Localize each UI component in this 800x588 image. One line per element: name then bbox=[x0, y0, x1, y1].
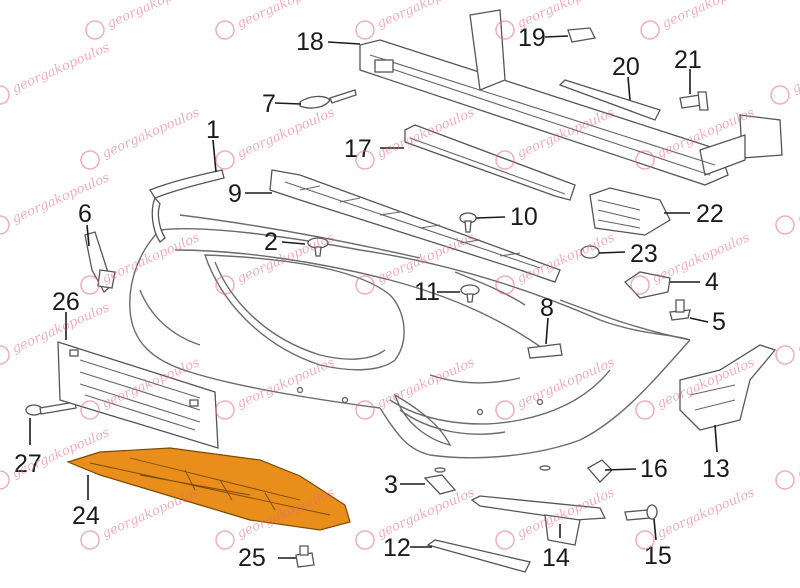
part-21-bolt bbox=[679, 91, 709, 111]
watermark-text: georgakopoulos bbox=[515, 230, 617, 287]
callout-22: 22 bbox=[696, 200, 724, 228]
watermark-logo: georgakopoulos bbox=[0, 170, 112, 235]
watermark-text: georgakopoulos bbox=[235, 0, 337, 32]
part-27-bolt bbox=[25, 401, 77, 416]
callout-4: 4 bbox=[705, 268, 719, 296]
watermark-logo: georgakopoulos bbox=[355, 485, 477, 550]
watermark-text: georgakopoulos bbox=[795, 300, 800, 357]
callout-8: 8 bbox=[540, 294, 554, 322]
part-20-strip bbox=[558, 79, 661, 121]
watermark-logo: georgakopoulos bbox=[770, 40, 800, 105]
part-24-undertray-highlighted bbox=[66, 447, 351, 531]
callout-15: 15 bbox=[644, 542, 672, 570]
watermark-logo: georgakopoulos bbox=[495, 355, 617, 420]
watermark-text: georgakopoulos bbox=[100, 230, 202, 287]
watermark-text: georgakopoulos bbox=[790, 40, 800, 97]
watermark-logo: georgakopoulos bbox=[0, 40, 112, 105]
callout-25: 25 bbox=[238, 544, 266, 572]
watermark-text: georgakopoulos bbox=[650, 230, 752, 287]
callout-21: 21 bbox=[674, 46, 702, 74]
watermark-logo: georgakopoulos bbox=[355, 355, 477, 420]
watermark-text: georgakopoulos bbox=[10, 170, 112, 227]
part-11-fastener bbox=[460, 284, 480, 303]
watermark-logo: georgakopoulos bbox=[85, 0, 207, 40]
part-25-clip bbox=[295, 545, 315, 568]
watermark-text: georgakopoulos bbox=[235, 230, 337, 287]
callout-3: 3 bbox=[384, 471, 398, 499]
callout-5: 5 bbox=[712, 308, 726, 336]
watermark-logo: georgakopoulos bbox=[640, 0, 762, 40]
part-22-bracket bbox=[589, 187, 671, 236]
part-19-clip bbox=[567, 27, 596, 43]
watermark-text: georgakopoulos bbox=[100, 485, 202, 542]
callout-16: 16 bbox=[640, 455, 668, 483]
part-4-bracket bbox=[624, 271, 671, 299]
watermark-text: georgakopoulos bbox=[375, 0, 477, 32]
part-9-absorber bbox=[269, 169, 561, 283]
watermark-text: georgakopoulos bbox=[10, 40, 112, 97]
callout-17: 17 bbox=[344, 135, 372, 163]
callout-23: 23 bbox=[630, 240, 658, 268]
part-23-screw bbox=[580, 245, 600, 259]
part-10-fastener bbox=[459, 212, 477, 233]
callout-14: 14 bbox=[542, 544, 570, 572]
callout-24: 24 bbox=[72, 502, 100, 530]
watermark-text: georgakopoulos bbox=[515, 0, 617, 32]
watermark-text: georgakopoulos bbox=[100, 105, 202, 162]
part-17-reinforcement bbox=[404, 124, 576, 201]
callout-19: 19 bbox=[518, 24, 546, 52]
callout-2: 2 bbox=[264, 228, 278, 256]
watermark-text: georgakopoulos bbox=[795, 425, 800, 482]
part-6-bracket bbox=[84, 231, 116, 294]
part-26-plate-bracket bbox=[57, 341, 219, 449]
callout-6: 6 bbox=[78, 200, 92, 228]
part-13-bracket bbox=[679, 344, 777, 431]
watermark-logo: georgakopoulos bbox=[775, 170, 800, 235]
part-1-side-bracket bbox=[149, 169, 225, 243]
part-8-cover bbox=[527, 343, 563, 359]
part-3-clip bbox=[423, 474, 457, 495]
part-2-fastener bbox=[307, 237, 329, 257]
part-16-clip bbox=[586, 459, 613, 483]
part-15-bolt bbox=[624, 504, 658, 521]
watermark-logo: georgakopoulos bbox=[355, 0, 477, 40]
watermark-text: georgakopoulos bbox=[235, 355, 337, 412]
callout-18: 18 bbox=[296, 28, 324, 56]
callout-7: 7 bbox=[262, 90, 276, 118]
callout-20: 20 bbox=[612, 53, 640, 81]
part-5-clip bbox=[669, 299, 691, 321]
part-18-bumper-beam bbox=[359, 9, 783, 186]
callout-11: 11 bbox=[414, 278, 440, 306]
callout-9: 9 bbox=[228, 180, 242, 208]
watermark-text: georgakopoulos bbox=[515, 355, 617, 412]
part-14-strip bbox=[470, 495, 607, 546]
watermark-logo: georgakopoulos bbox=[775, 300, 800, 365]
watermark-text: georgakopoulos bbox=[655, 485, 757, 542]
watermark-logo: georgakopoulos bbox=[775, 425, 800, 490]
watermark-text: georgakopoulos bbox=[235, 105, 337, 162]
watermark-text: georgakopoulos bbox=[660, 0, 762, 32]
callout-1: 1 bbox=[206, 116, 220, 144]
watermark-logo: georgakopoulos bbox=[215, 355, 337, 420]
callout-12: 12 bbox=[383, 534, 411, 562]
part-7-clip bbox=[299, 89, 357, 109]
part-12-strip bbox=[426, 539, 531, 573]
leader-lines bbox=[29, 35, 718, 559]
callout-13: 13 bbox=[702, 455, 730, 483]
watermark-text: georgakopoulos bbox=[795, 170, 800, 227]
watermark-text: georgakopoulos bbox=[105, 0, 207, 32]
callout-10: 10 bbox=[510, 203, 538, 231]
watermark-logo: georgakopoulos bbox=[80, 105, 202, 170]
callout-26: 26 bbox=[52, 288, 80, 316]
callout-27: 27 bbox=[14, 450, 42, 478]
watermark-logo: georgakopoulos bbox=[495, 0, 617, 40]
front-bumper-cover bbox=[129, 214, 691, 473]
